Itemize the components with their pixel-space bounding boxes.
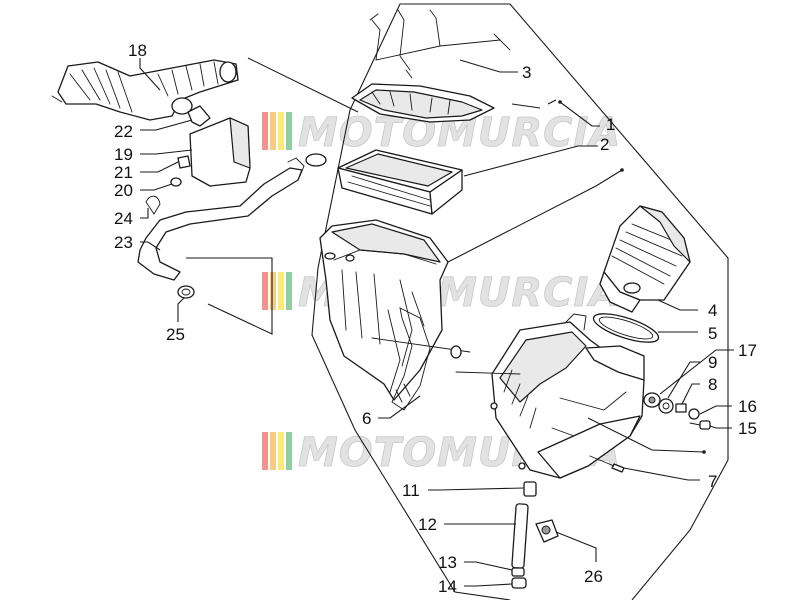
assembly-frame-right-lower (631, 330, 729, 600)
part-6-gasket (391, 307, 431, 411)
callout-16: 16 (738, 397, 757, 416)
callout-9: 9 (708, 353, 717, 372)
watermark-stripes (262, 272, 292, 310)
part-1-airbox-cover (351, 83, 495, 123)
part-23-breather-hose (137, 157, 305, 281)
part-17-grommet (643, 392, 661, 408)
callout-21: 21 (114, 163, 133, 182)
callout-26: 26 (584, 567, 603, 586)
part-24-clamp (145, 195, 161, 215)
callout-4: 4 (708, 301, 717, 320)
part-14-cap (511, 577, 527, 589)
callout-6: 6 (362, 409, 371, 428)
part-3-wire-clip (369, 9, 511, 79)
callout-3: 3 (522, 63, 531, 82)
callout-2: 2 (600, 135, 609, 154)
callout-11: 11 (402, 481, 420, 500)
hose-group-frame-2 (186, 257, 273, 335)
callout-19: 19 (114, 145, 133, 164)
airbox-housing (490, 313, 645, 479)
callout-22: 22 (114, 122, 133, 141)
part-20-screw (170, 177, 182, 187)
watermark-stripes (262, 112, 292, 150)
part-9-spacer (658, 398, 674, 414)
part-7-screw (589, 455, 625, 473)
hose-group-frame (247, 57, 359, 113)
callout-8: 8 (708, 375, 717, 394)
callout-18: 18 (128, 41, 147, 60)
callout-labels: 1 2 3 4 5 6 7 8 9 11 12 13 14 15 16 17 1… (114, 41, 757, 596)
leader-lines (139, 58, 734, 587)
part-21-nut (177, 155, 191, 169)
callout-24: 24 (114, 209, 133, 228)
callout-13: 13 (438, 553, 457, 572)
callout-15: 15 (738, 419, 757, 438)
callout-20: 20 (114, 181, 133, 200)
part-4-intake-duct (599, 205, 691, 313)
part-13-plug (511, 567, 525, 577)
hose-clip (305, 153, 327, 167)
callout-1: 1 (606, 115, 615, 134)
part-12-drain-tube (511, 503, 529, 569)
callout-12: 12 (418, 515, 437, 534)
part-18-intake-snorkel (51, 59, 239, 121)
callout-14: 14 (438, 577, 457, 596)
part-16-washer (688, 408, 700, 420)
callout-7: 7 (708, 472, 717, 491)
part-8-bushing (675, 403, 687, 413)
part-11-clamp (523, 481, 537, 497)
part-26-drain-valve (535, 519, 559, 543)
callout-5: 5 (708, 324, 717, 343)
part-25-hose-clamp (177, 285, 195, 299)
watermark-stripes (262, 432, 292, 470)
callout-23: 23 (114, 233, 133, 252)
part-19-resonator-box (189, 117, 251, 187)
assembly-frame (349, 3, 729, 330)
callout-17: 17 (738, 341, 757, 360)
callout-25: 25 (166, 325, 185, 344)
airbox-body (319, 219, 449, 403)
part-5-o-ring (592, 313, 660, 343)
part-15-screw (689, 420, 711, 430)
part-2-air-filter (337, 149, 463, 215)
leader-dots (558, 100, 706, 454)
